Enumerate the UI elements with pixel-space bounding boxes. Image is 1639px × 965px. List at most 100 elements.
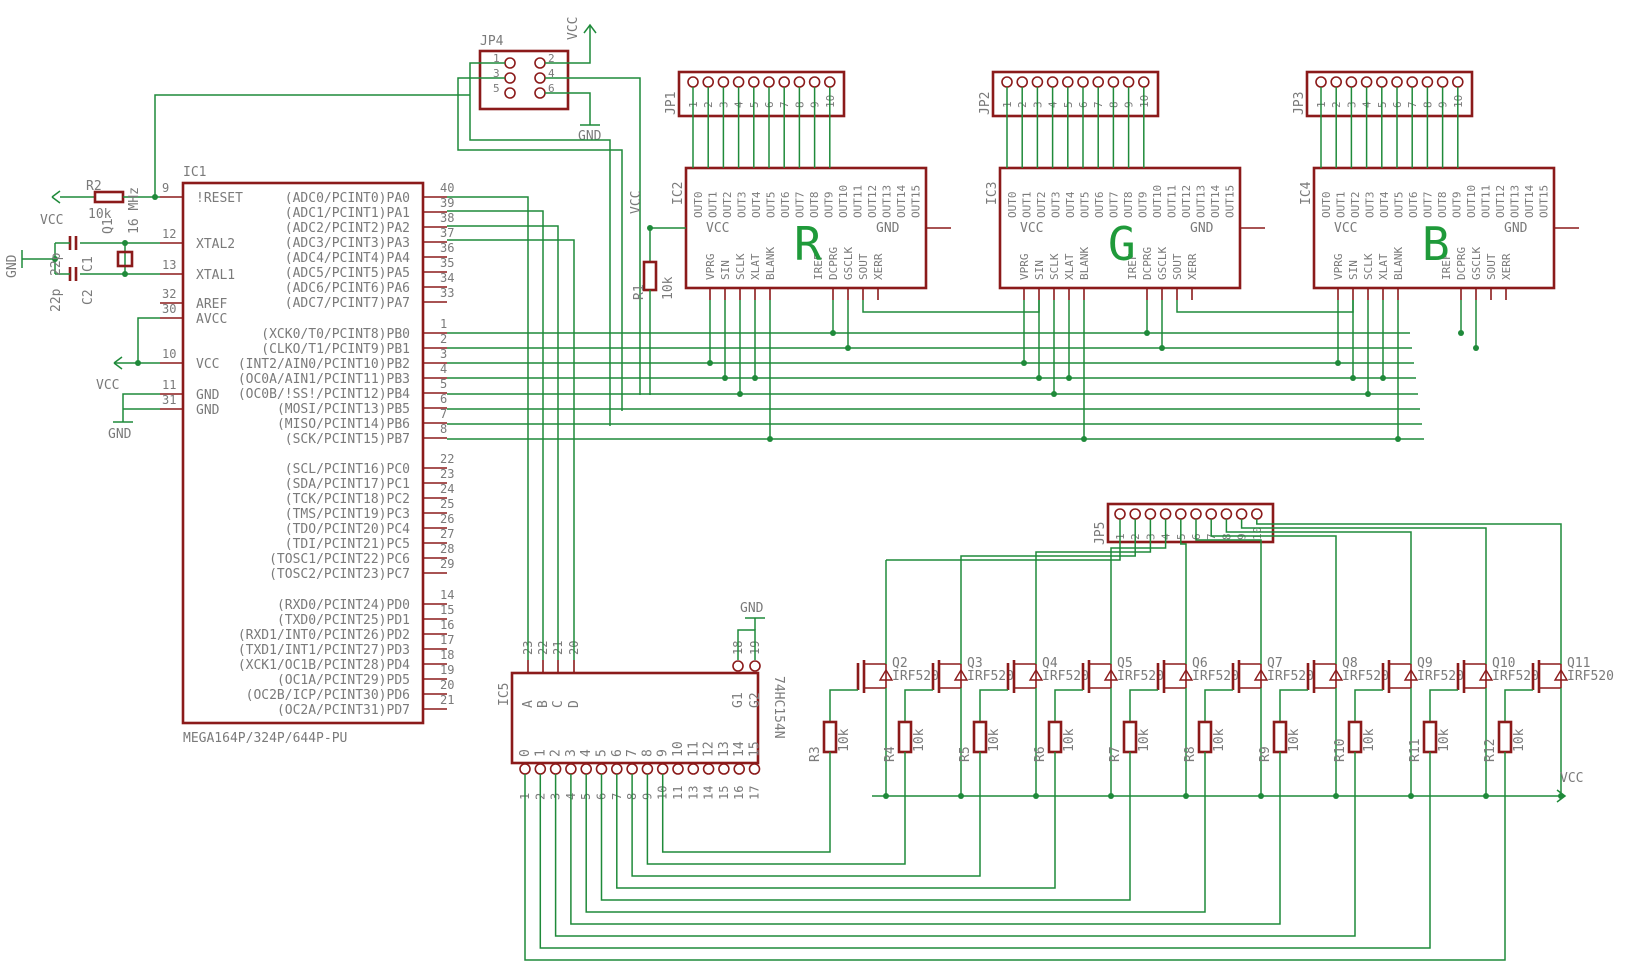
ic1-name: IC1 bbox=[183, 165, 206, 180]
ic1-pin-number: 34 bbox=[440, 271, 454, 285]
ic1-pin-number: 6 bbox=[440, 392, 447, 406]
svg-text:5: 5 bbox=[493, 82, 500, 95]
r1-name: R1 bbox=[632, 284, 647, 300]
ic1-pin-label: VCC bbox=[196, 357, 219, 372]
driver-in-label: BLANK bbox=[764, 247, 777, 280]
ic1-pin-number: 10 bbox=[162, 347, 176, 361]
c1-name: C1 bbox=[81, 256, 96, 272]
gnd-label-mcu: GND bbox=[108, 427, 132, 442]
ic1-pin-label: (ADC0/PCINT0)PA0 bbox=[285, 191, 410, 206]
resistor-value: 10k bbox=[1362, 728, 1377, 752]
ic1-pin-number: 1 bbox=[440, 317, 447, 331]
jp4-name: JP4 bbox=[480, 34, 504, 49]
driver-out-label: OUT6 bbox=[1407, 192, 1420, 219]
driver-out-label: OUT8 bbox=[808, 192, 821, 219]
driver-vcc-label: VCC bbox=[1334, 221, 1357, 236]
ic1-pin-number: 17 bbox=[440, 633, 454, 647]
driver-in-label: XERR bbox=[1500, 253, 1513, 280]
ic1-pin-number: 39 bbox=[440, 196, 454, 210]
ic5-pin-label: A bbox=[521, 700, 536, 708]
resistor-value: 10k bbox=[1512, 728, 1527, 752]
driver-name: IC3 bbox=[985, 182, 1000, 205]
ic1-pin-number: 18 bbox=[440, 648, 454, 662]
driver-in-label: SOUT bbox=[1485, 253, 1498, 280]
svg-text:4: 4 bbox=[548, 67, 555, 80]
ic5-output-label: 7 bbox=[625, 749, 640, 757]
driver-in-label: SCLK bbox=[734, 253, 747, 280]
resistor-value: 10k bbox=[1137, 728, 1152, 752]
ic1-pin-label: (OC0A/AIN1/PCINT11)PB3 bbox=[238, 372, 410, 387]
driver-out-label: OUT13 bbox=[1509, 185, 1522, 218]
ic5-output-label: 5 bbox=[595, 749, 610, 757]
ic1-pin-label: (SDA/PCINT17)PC1 bbox=[285, 477, 410, 492]
driver-out-label: OUT9 bbox=[1451, 192, 1464, 219]
driver-out-label: OUT12 bbox=[866, 185, 879, 218]
driver-in-label: XLAT bbox=[1063, 253, 1076, 280]
ic1-pin-label: (OC2A/PCINT31)PD7 bbox=[277, 703, 410, 718]
ic5-pin-label: C bbox=[551, 700, 566, 708]
signal-wires bbox=[447, 87, 1562, 961]
ic1-pin-label: (TMS/PCINT19)PC3 bbox=[285, 507, 410, 522]
ic5-pin-number: 11 bbox=[671, 786, 685, 800]
driver-out-label: OUT13 bbox=[1195, 185, 1208, 218]
driver-out-label: OUT14 bbox=[1209, 185, 1222, 218]
driver-out-label: OUT9 bbox=[823, 192, 836, 219]
driver-out-label: OUT3 bbox=[736, 192, 749, 219]
ic1-part: MEGA164P/324P/644P-PU bbox=[183, 731, 347, 746]
driver-out-label: OUT14 bbox=[895, 185, 908, 218]
ic1-pin-number: 8 bbox=[440, 422, 447, 436]
ic1-pin-label: GND bbox=[196, 403, 220, 418]
mosfet-name: Q8 bbox=[1342, 656, 1358, 671]
driver-out-label: OUT14 bbox=[1523, 185, 1536, 218]
mosfet-name: Q2 bbox=[892, 656, 908, 671]
mosfet-name: Q11 bbox=[1567, 656, 1590, 671]
ic1-pin-label: AVCC bbox=[196, 312, 227, 327]
driver-gnd-label: GND bbox=[1504, 221, 1528, 236]
driver-in-label: GSCLK bbox=[842, 247, 855, 280]
gnd-label-jp4: GND bbox=[578, 129, 602, 144]
r2-value: 10k bbox=[88, 207, 112, 222]
ic1-pin-label: (TCK/PCINT18)PC2 bbox=[285, 492, 410, 507]
driver-out-label: OUT10 bbox=[837, 185, 850, 218]
ic5-output-label: 6 bbox=[610, 749, 625, 757]
ic1-pin-number: 2 bbox=[440, 332, 447, 346]
svg-text:1: 1 bbox=[493, 52, 500, 65]
driver-out-label: OUT1 bbox=[1021, 192, 1034, 219]
header-name: JP3 bbox=[1292, 92, 1307, 115]
mosfet-part: IRF520 bbox=[1342, 669, 1389, 684]
driver-in-label: SIN bbox=[719, 260, 732, 280]
ic5-output-label: 13 bbox=[717, 741, 732, 757]
ic1-pin-number: 3 bbox=[440, 347, 447, 361]
driver-vcc-label: VCC bbox=[1020, 221, 1043, 236]
ic5-output-label: 0 bbox=[518, 749, 533, 757]
driver-out-label: OUT5 bbox=[1393, 192, 1406, 219]
ic5-output-label: 8 bbox=[640, 749, 655, 757]
ic1-pin-label: (SCL/PCINT16)PC0 bbox=[285, 462, 410, 477]
driver-out-label: OUT8 bbox=[1436, 192, 1449, 219]
ic1-pin-label: (CLKO/T1/PCINT9)PB1 bbox=[261, 342, 410, 357]
driver-out-label: OUT0 bbox=[1320, 192, 1333, 219]
ic1-pin-number: 31 bbox=[162, 393, 176, 407]
ic5-output-label: 1 bbox=[533, 749, 548, 757]
ic5-pins: 23A22B21C20D18G119G201122334455667788991… bbox=[518, 641, 763, 800]
ic5-decoder: IC5 74HC154N 23A22B21C20D18G119G20112233… bbox=[497, 601, 786, 800]
ic5-output-label: 14 bbox=[732, 741, 747, 757]
gnd-label-caps: GND bbox=[5, 254, 20, 278]
driver-in-label: GSCLK bbox=[1470, 247, 1483, 280]
ic1-pin-number: 24 bbox=[440, 482, 454, 496]
ic1-pin-number: 26 bbox=[440, 512, 454, 526]
ic1-pin-number: 7 bbox=[440, 407, 447, 421]
ic1-pin-number: 35 bbox=[440, 256, 454, 270]
mosfet-part: IRF520 bbox=[1192, 669, 1239, 684]
ic1-pin-number: 11 bbox=[162, 378, 176, 392]
ic1-pin-number: 4 bbox=[440, 362, 447, 376]
ic5-pin-number: 15 bbox=[717, 786, 731, 800]
ic1-pin-label: (MOSI/PCINT13)PB5 bbox=[277, 402, 410, 417]
driver-out-label: OUT12 bbox=[1180, 185, 1193, 218]
driver-in-label: SCLK bbox=[1362, 253, 1375, 280]
ic1-pin-label: (ADC4/PCINT4)PA4 bbox=[285, 251, 410, 266]
